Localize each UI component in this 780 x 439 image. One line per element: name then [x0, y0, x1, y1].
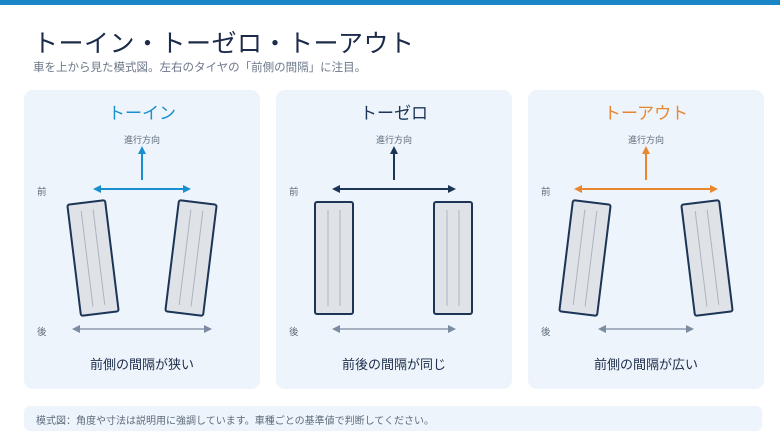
toe-out-diagram	[558, 146, 734, 333]
direction-label: 進行方向	[375, 136, 412, 146]
toe-in-diagram	[66, 146, 218, 333]
toe-zero-diagram	[314, 146, 473, 333]
rear-label: 後	[289, 327, 299, 338]
direction-label: 進行方向	[627, 136, 664, 146]
left-tire	[558, 199, 612, 317]
right-tire	[164, 199, 218, 317]
footnote-box: 模式図：角度や寸法は説明用に強調しています。車種ごとの基準値で判断してください。	[24, 406, 762, 431]
left-tire	[66, 199, 120, 317]
panel-title: トーイン	[108, 104, 176, 124]
rear-label: 後	[541, 327, 551, 338]
page-title: トーイン・トーゼロ・トーアウト	[33, 29, 415, 58]
right-tire	[680, 199, 734, 317]
front-label: 前	[289, 187, 299, 198]
footnote-text: 模式図：角度や寸法は説明用に強調しています。車種ごとの基準値で判断してください。	[36, 416, 434, 427]
panel-title: トーゼロ	[360, 104, 428, 124]
left-tire	[314, 201, 354, 315]
panel-title: トーアウト	[603, 104, 689, 124]
accent-bar	[0, 0, 780, 5]
toe-out-panel: トーアウト 進行方向 前 後 前側の間隔が広い	[528, 90, 764, 389]
panel-caption: 前側の間隔が狭い	[89, 358, 194, 373]
panel-caption: 前後の間隔が同じ	[341, 358, 446, 373]
front-label: 前	[541, 187, 551, 198]
page-subtitle: 車を上から見た模式図。左右のタイヤの「前側の間隔」に注目。	[33, 60, 367, 74]
rear-label: 後	[37, 327, 47, 338]
toe-zero-panel: トーゼロ 進行方向 前 後 前後の間隔が同じ	[276, 90, 512, 389]
right-tire	[433, 201, 473, 315]
toe-in-panel: トーイン 進行方向 前 後 前側の間隔が狭い	[24, 90, 260, 389]
front-label: 前	[37, 187, 47, 198]
direction-label: 進行方向	[123, 136, 160, 146]
panel-caption: 前側の間隔が広い	[593, 358, 698, 373]
